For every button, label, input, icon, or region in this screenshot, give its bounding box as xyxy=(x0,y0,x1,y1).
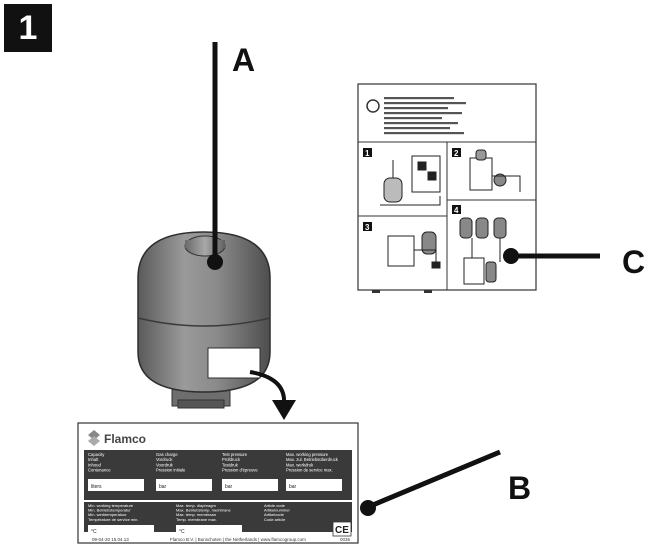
manual-header-text xyxy=(384,97,466,135)
callout-b-label: B xyxy=(508,470,532,506)
nameplate-field-label: Inhoud xyxy=(88,462,101,467)
nameplate-field-label: Vordruck xyxy=(156,457,173,462)
expansion-vessel xyxy=(137,231,271,409)
nameplate-temp-unit: °C xyxy=(91,529,97,535)
nameplate-temp-label: Temp. membrane max. xyxy=(176,517,217,522)
vessel-seam xyxy=(137,317,271,327)
nameplate-temp-label: Min. working temperature xyxy=(88,503,134,508)
nameplate-footer-text: Flamco B.V. | Bunschoten | the Netherlan… xyxy=(170,537,306,542)
nameplate-temp-unit: °C xyxy=(179,529,185,535)
nameplate-value-box xyxy=(88,479,144,491)
callout-b-dot xyxy=(360,500,376,516)
manual-panel-2-sketch xyxy=(469,149,521,192)
nameplate-footer-number: 0036 xyxy=(340,537,351,542)
manual-panel-3-sketch xyxy=(387,231,441,269)
callout-a-dot xyxy=(207,254,223,270)
manual-panel-4-sketch xyxy=(459,217,507,285)
curved-arrow xyxy=(249,370,296,420)
callout-a-label: A xyxy=(232,42,256,78)
nameplate-brand: Flamco xyxy=(104,432,146,446)
nameplate-value-unit: liters xyxy=(91,484,102,490)
manual-step-4: 4 xyxy=(454,206,459,215)
nameplate-temp-label: Article code xyxy=(264,503,286,508)
ce-mark: CE xyxy=(335,525,349,536)
nameplate-temp-label: Min. werktemperatuur xyxy=(88,512,127,517)
nameplate-field-label: Prüfdruck xyxy=(222,457,241,462)
nameplate-temp-label: Max. temp. membraan xyxy=(176,512,216,517)
nameplate-field-label: Capacity xyxy=(88,452,105,457)
nameplate-field-label: Contenance xyxy=(88,468,111,473)
nameplate-field-label: Voordruk xyxy=(156,462,174,467)
nameplate-field-label: Gas charge xyxy=(156,452,178,457)
nameplate-temp-label: Min. Betriebstemperatur xyxy=(88,508,131,513)
nameplate-temp-label: Max. temp. diaphragm xyxy=(176,503,216,508)
callout-c-dot xyxy=(503,248,519,264)
callout-c-label: C xyxy=(622,244,646,280)
nameplate-footer-code: 09-04-20 15.04.13 xyxy=(92,537,129,542)
manual-step-1: 1 xyxy=(365,149,370,158)
nameplate-temp-label: Artikelnummer xyxy=(264,508,290,513)
nameplate-temp-label: Code article xyxy=(264,517,286,522)
nameplate-field-label: Pression initiale xyxy=(156,468,186,473)
nameplate-value-unit: bar xyxy=(225,484,233,490)
nameplate-temp-box xyxy=(88,525,154,535)
nameplate-temp-label: Température de service min. xyxy=(88,517,138,522)
nameplate-value-boxes: liters bar bar bar xyxy=(88,479,342,491)
nameplate-field-label: Pression de service max. xyxy=(286,468,333,473)
flamco-logo-icon xyxy=(88,430,100,446)
manual-panel-1-sketch xyxy=(380,155,441,206)
nameplate-value-unit: bar xyxy=(159,484,167,490)
nameplate-temp-box xyxy=(176,525,242,535)
nameplate-value-box xyxy=(156,479,212,491)
nameplate-field-label: Pression d'épreuve xyxy=(222,468,258,473)
nameplate-value-box xyxy=(222,479,278,491)
nameplate-field-label: Max. working pressure xyxy=(286,452,329,457)
nameplate-value-unit: bar xyxy=(289,484,297,490)
nameplate-field-label: Inhalt xyxy=(88,457,99,462)
step-number-badge: 1 xyxy=(4,4,52,52)
nameplate-temp-label: Max. Betriebstemp. membrane xyxy=(176,508,231,513)
nameplate-field-label: Test pressure xyxy=(222,452,248,457)
manual-step-3: 3 xyxy=(365,223,370,232)
manual-step-2: 2 xyxy=(454,149,459,158)
callout-b-line xyxy=(367,449,501,510)
nameplate-field-label: Testdruk xyxy=(222,462,239,467)
ce-mark-box xyxy=(332,521,352,537)
nameplate-temp-label: Artikelcode xyxy=(264,512,285,517)
nameplate-band-top xyxy=(84,450,352,500)
nameplate-value-box xyxy=(286,479,342,491)
manual-info-icon xyxy=(366,99,380,113)
nameplate-field-label: Max. werkdruk xyxy=(286,462,314,467)
nameplate-field-label: Max. zul. Betriebsüberdruck xyxy=(286,457,339,462)
